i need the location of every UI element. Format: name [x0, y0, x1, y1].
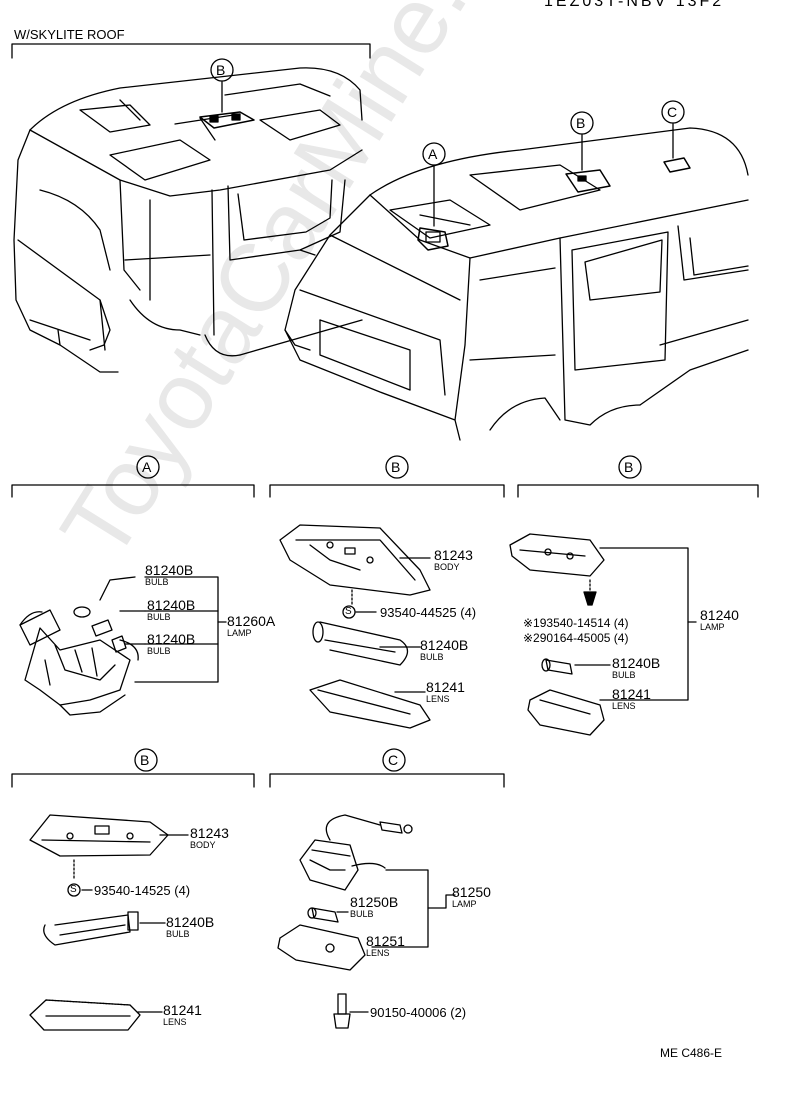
- section-a-heading: A: [142, 459, 152, 475]
- section-b2-heading: B: [624, 459, 634, 475]
- part-label: LENS: [426, 694, 450, 704]
- part-label: BODY: [434, 562, 460, 572]
- part-number: 81260A: [227, 613, 276, 629]
- part-number: 81243: [190, 825, 229, 841]
- part-number: 81243: [434, 547, 473, 563]
- lamp-81250-drawing: [277, 814, 413, 971]
- screw-symbol: S: [345, 606, 352, 617]
- part-label: LENS: [366, 948, 390, 958]
- van-standard-illustration: [284, 123, 749, 441]
- part-number: 90150-40006 (2): [370, 1005, 467, 1020]
- part-label: LENS: [163, 1017, 187, 1027]
- callout-c-van: C: [667, 104, 678, 120]
- body-81243-b3-drawing: [29, 814, 169, 857]
- part-number: ※290164-45005 (4): [523, 631, 629, 645]
- callout-b-van: B: [576, 115, 586, 131]
- part-number: 81240: [700, 607, 739, 623]
- part-number: 81250B: [350, 894, 399, 910]
- lens-81241-drawing: [309, 679, 431, 729]
- van-skylite-illustration: [13, 67, 363, 373]
- section-b1-heading: B: [391, 459, 401, 475]
- part-number: 81251: [366, 933, 405, 949]
- section-c-heading: C: [388, 752, 399, 768]
- screw-symbol: S: [70, 884, 77, 895]
- callout-a-van: A: [428, 146, 438, 162]
- part-number: ※193540-14514 (4): [523, 616, 629, 630]
- part-label: LAMP: [452, 899, 477, 909]
- part-number: 81241: [163, 1002, 202, 1018]
- part-label: BULB: [350, 909, 374, 919]
- part-number: 81240B: [612, 655, 661, 671]
- bulb-81240b-u-drawing: [312, 621, 409, 666]
- part-label: BULB: [612, 670, 636, 680]
- part-label: BODY: [190, 840, 216, 850]
- part-label: BULB: [145, 577, 169, 587]
- lamp-81260a-drawing: [19, 576, 139, 716]
- part-number: 93540-14525 (4): [94, 883, 191, 898]
- bulb-81240b-b3-drawing: [43, 911, 139, 946]
- figure-code: ME C486-E: [660, 1046, 723, 1060]
- part-number: 81240B: [420, 637, 469, 653]
- part-label: LAMP: [700, 622, 725, 632]
- part-label: BULB: [420, 652, 444, 662]
- lamp-81240-drawing: [509, 533, 605, 736]
- part-number: 93540-44525 (4): [380, 605, 477, 620]
- part-label: BULB: [147, 646, 171, 656]
- part-label: BULB: [147, 612, 171, 622]
- part-label: LAMP: [227, 628, 252, 638]
- lens-81241-b3-drawing: [29, 999, 141, 1031]
- body-81243-drawing: [279, 524, 431, 596]
- callout-b-skylite: B: [216, 62, 226, 78]
- section-b3-heading: B: [140, 752, 150, 768]
- part-number: 81240B: [166, 914, 215, 930]
- part-label: LENS: [612, 701, 636, 711]
- part-number: 81240B: [145, 562, 194, 578]
- page-code: 1EZ03T-NBV 13F2: [544, 0, 725, 10]
- skylite-title: W/SKYLITE ROOF: [14, 27, 125, 42]
- part-number: 81240B: [147, 631, 196, 647]
- part-number: 81240B: [147, 597, 196, 613]
- part-number: 81250: [452, 884, 491, 900]
- part-number: 81241: [612, 686, 651, 702]
- part-label: BULB: [166, 929, 190, 939]
- part-number: 81241: [426, 679, 465, 695]
